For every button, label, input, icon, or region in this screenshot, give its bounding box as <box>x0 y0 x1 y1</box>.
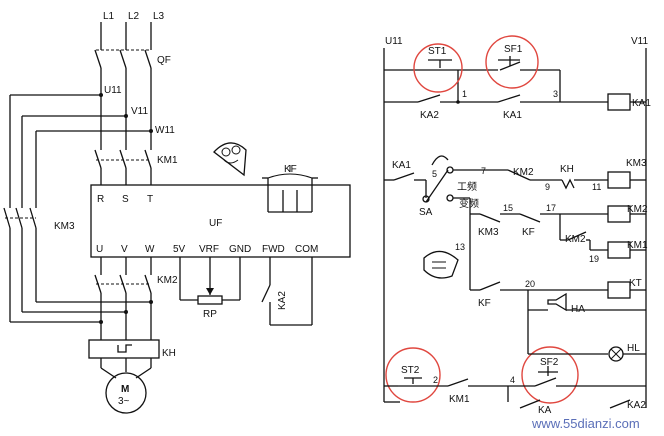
label-kf-top: KF <box>284 164 297 175</box>
label-km2-main: KM2 <box>157 275 178 286</box>
label-com: COM <box>295 244 318 255</box>
label-st1: ST1 <box>428 46 447 57</box>
label-v11-right: V11 <box>631 36 648 47</box>
label-u11-right: U11 <box>385 36 403 47</box>
label-w: W <box>145 244 155 255</box>
label-n5: 5 <box>432 169 437 179</box>
label-sf2: SF2 <box>540 357 559 368</box>
label-ha: HA <box>571 304 585 315</box>
labels: L1 L2 L3 QF U11 V11 W11 KM1 KM3 R S T UF… <box>54 11 651 431</box>
label-v11-left: V11 <box>131 106 148 117</box>
label-u11-left: U11 <box>104 85 122 96</box>
label-km3-c: KM3 <box>478 227 499 238</box>
label-st2: ST2 <box>401 365 420 376</box>
label-n2: 2 <box>433 375 438 385</box>
label-qf: QF <box>157 55 171 66</box>
label-n7: 7 <box>481 166 486 176</box>
label-sf1: SF1 <box>504 44 523 55</box>
label-ka2-contact: KA2 <box>420 110 439 121</box>
label-km1-bottom: KM1 <box>449 394 470 405</box>
label-n9: 9 <box>545 182 550 192</box>
motor-circle <box>105 372 147 414</box>
label-n19: 19 <box>589 254 599 264</box>
label-n15: 15 <box>503 203 513 213</box>
label-r: R <box>97 194 104 205</box>
label-n13: 13 <box>455 242 465 252</box>
label-hl: HL <box>627 343 640 354</box>
label-n20: 20 <box>525 279 535 289</box>
label-uf: UF <box>209 218 222 229</box>
label-km2-c: KM2 <box>513 167 534 178</box>
label-rp: RP <box>203 309 217 320</box>
label-ka2-bottom: KA2 <box>627 400 646 411</box>
control-circuit <box>383 35 647 409</box>
label-n4: 4 <box>510 375 515 385</box>
label-s: S <box>122 194 129 205</box>
label-kf-c: KF <box>522 227 535 238</box>
label-kh-c: KH <box>560 164 574 175</box>
label-km2-coil: KM2 <box>627 204 648 215</box>
power-circuit <box>3 22 351 414</box>
label-w11: W11 <box>155 125 175 136</box>
label-v: V <box>121 244 128 255</box>
label-vrf: VRF <box>199 244 219 255</box>
label-n11: 11 <box>592 182 601 192</box>
label-n17: 17 <box>546 203 556 213</box>
label-kf-c2: KF <box>478 298 491 309</box>
label-km1-main: KM1 <box>157 155 178 166</box>
label-km1-coil: KM1 <box>627 240 648 251</box>
label-ka-bottom: KA <box>538 405 552 416</box>
label-ka1-sw: KA1 <box>392 160 411 171</box>
label-l3: L3 <box>153 11 165 22</box>
label-kt-coil: KT <box>629 278 642 289</box>
label-km3-coil: KM3 <box>626 158 647 169</box>
label-ka1-contact: KA1 <box>503 110 522 121</box>
label-ka1-coil: KA1 <box>632 98 651 109</box>
label-l2: L2 <box>128 11 140 22</box>
label-t: T <box>147 194 153 205</box>
label-motor-phase: 3~ <box>118 396 130 407</box>
label-gongpin: 工频 <box>457 180 477 193</box>
label-km2-c2: KM2 <box>565 234 586 245</box>
label-5v: 5V <box>173 244 186 255</box>
label-n3: 3 <box>553 89 558 99</box>
label-fwd: FWD <box>262 244 285 255</box>
label-motor-m: M <box>121 384 129 395</box>
label-sa: SA <box>419 207 433 218</box>
label-km3-main: KM3 <box>54 221 75 232</box>
label-ka2-left: KA2 <box>277 291 288 310</box>
label-bianpin: 变频 <box>459 197 479 210</box>
label-gnd: GND <box>229 244 251 255</box>
label-n1: 1 <box>462 89 467 99</box>
label-kh-left: KH <box>162 348 176 359</box>
label-u: U <box>96 244 103 255</box>
watermark: www.55dianzi.com <box>531 416 640 431</box>
label-l1: L1 <box>103 11 115 22</box>
